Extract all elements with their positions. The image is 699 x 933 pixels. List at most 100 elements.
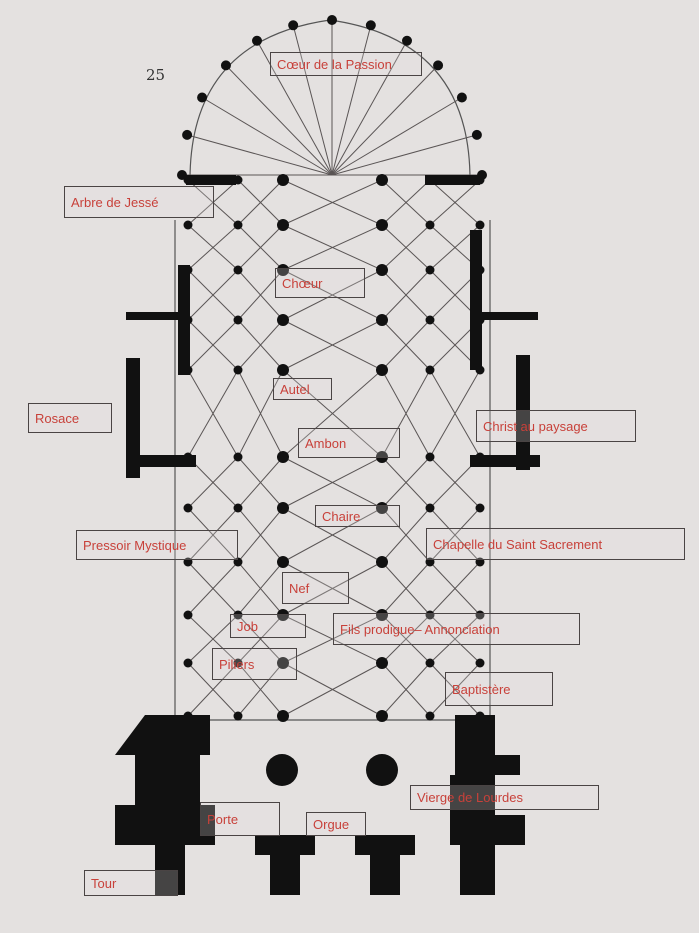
pier (277, 710, 289, 722)
label-porte: Porte (200, 802, 280, 836)
vault-rib (282, 179, 383, 226)
pier (233, 610, 243, 620)
pier (277, 556, 289, 568)
vault-rib (381, 369, 431, 458)
pier (425, 315, 435, 325)
vault-rib (237, 369, 284, 458)
pier (277, 364, 289, 376)
vault-rib (381, 224, 431, 271)
vault-rib (282, 456, 383, 509)
label-fils-prodigue-annonciation: Fils prodigue– Annonciation (333, 613, 580, 645)
pier (425, 711, 435, 721)
vault-rib (381, 319, 431, 371)
vault-rib (429, 179, 481, 226)
pier (233, 658, 243, 668)
vault-rib (187, 614, 239, 664)
pier (425, 220, 435, 230)
vault-rib (282, 224, 383, 271)
apse-rib (331, 65, 439, 176)
vault-rib (282, 319, 383, 371)
label-christ-au-paysage: Christ au paysage (476, 410, 636, 442)
vault-rib (187, 507, 239, 563)
label-baptistere: Baptistère (445, 672, 553, 706)
vault-rib (429, 507, 481, 563)
pier (183, 610, 193, 620)
page-number: 25 (146, 66, 166, 84)
label-chaire: Chaire (315, 505, 400, 527)
pier (425, 658, 435, 668)
pier (277, 174, 289, 186)
pier (475, 220, 485, 230)
pier (183, 503, 193, 513)
vault-rib (187, 224, 239, 271)
label-arbre-de-jesse: Arbre de Jessé (64, 186, 214, 218)
pier (277, 314, 289, 326)
apse-rib (331, 134, 478, 176)
pier (277, 657, 289, 669)
apse-pier (456, 92, 467, 103)
pier (233, 452, 243, 462)
vault-rib (381, 269, 431, 321)
pier (425, 452, 435, 462)
pier (277, 502, 289, 514)
apse-pier (220, 60, 231, 71)
label-orgue: Orgue (306, 812, 366, 836)
vault-rib (282, 614, 383, 664)
vault-rib (237, 224, 284, 271)
vault-rib (237, 456, 284, 509)
pier (376, 174, 388, 186)
pier (277, 264, 289, 276)
pier (233, 711, 243, 721)
apse-rib (292, 25, 333, 176)
vault-rib (429, 614, 481, 664)
vault-rib (282, 269, 383, 321)
label-pressoir-mystique: Pressoir Mystique (76, 530, 238, 560)
pier (233, 220, 243, 230)
vault-rib (187, 369, 239, 458)
pier (277, 609, 289, 621)
vault-rib (429, 369, 481, 458)
label-autel: Autel (273, 378, 332, 400)
pier (233, 365, 243, 375)
pier (376, 710, 388, 722)
vault-rib (187, 269, 239, 321)
pier (425, 503, 435, 513)
vault-rib (237, 179, 284, 226)
vault-rib (381, 614, 431, 664)
vault-rib (187, 662, 239, 717)
label-rosace: Rosace (28, 403, 112, 433)
pier (376, 609, 388, 621)
vault-rib (381, 456, 431, 509)
pier (475, 610, 485, 620)
vault-rib (381, 662, 431, 717)
pier (183, 220, 193, 230)
vault-rib (187, 561, 239, 616)
pier (233, 265, 243, 275)
apse-pier (288, 20, 299, 31)
pier (376, 314, 388, 326)
apse-rib (225, 65, 333, 176)
label-job: Job (230, 614, 306, 638)
pier (376, 556, 388, 568)
apse-pier (182, 129, 193, 140)
vault-rib (282, 369, 383, 458)
vault-rib (187, 456, 239, 509)
vault-rib (429, 662, 481, 717)
pier (233, 503, 243, 513)
label-vierge-de-lourdes: Vierge de Lourdes (410, 785, 599, 810)
pier (183, 658, 193, 668)
pier (425, 365, 435, 375)
apse-pier (327, 15, 337, 25)
vault-rib (282, 561, 383, 616)
pier (475, 503, 485, 513)
apse-rib (331, 97, 463, 176)
vault-rib (237, 507, 284, 563)
vault-rib (381, 179, 431, 226)
apse-pier (402, 35, 412, 46)
apse-pier (252, 35, 262, 46)
vault-rib (381, 561, 431, 616)
apse-rib (186, 134, 333, 176)
pier (277, 451, 289, 463)
label-chapelle-saint-sacrement: Chapelle du Saint Sacrement (426, 528, 685, 560)
